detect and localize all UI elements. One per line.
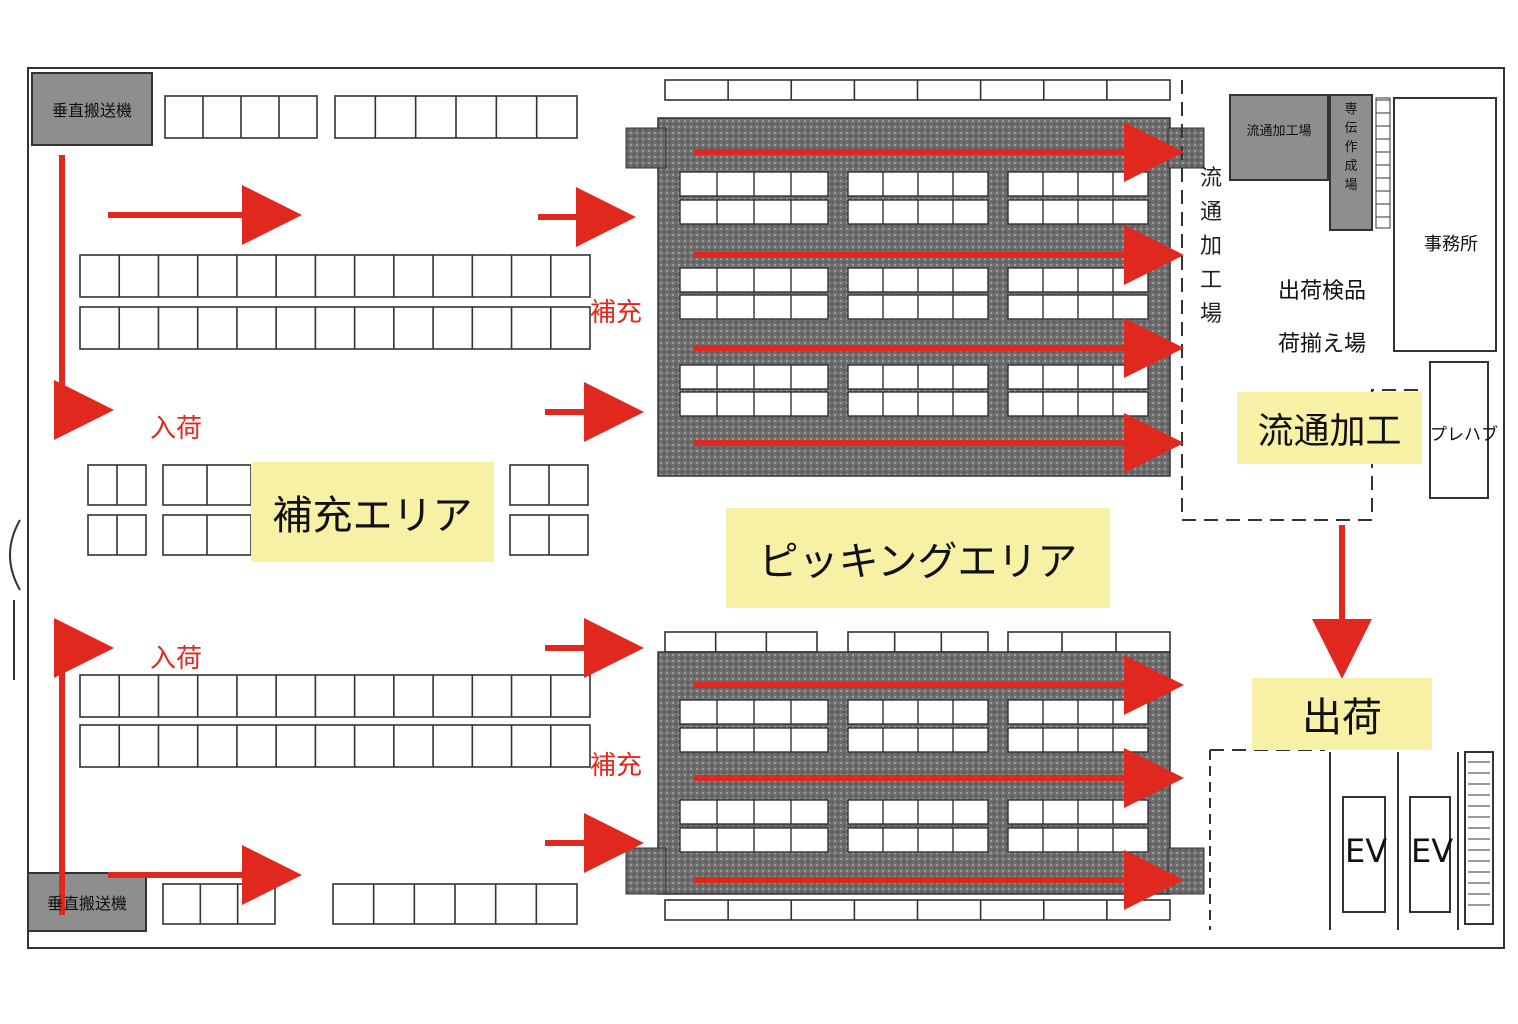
picking-rack-3 bbox=[679, 199, 829, 225]
rack-mid-1 bbox=[87, 464, 147, 506]
inbound-bottom-label: 入荷 bbox=[150, 644, 203, 674]
picking-rack-24 bbox=[679, 799, 829, 825]
picking-rack-8 bbox=[1007, 267, 1149, 293]
picking-racks bbox=[679, 171, 1149, 853]
rack-replenish-4 bbox=[79, 724, 591, 768]
picking-area-label: ピッキングエリア bbox=[726, 508, 1110, 608]
picking-rack-25 bbox=[847, 799, 989, 825]
inspection-line1: 出荷検品 bbox=[1278, 279, 1367, 304]
flow-arrows bbox=[54, 122, 1372, 915]
rack-bottom-strip bbox=[664, 899, 1171, 921]
picking-rack-4 bbox=[847, 199, 989, 225]
picking-rack-9 bbox=[679, 294, 829, 320]
rack-pick-top-2 bbox=[847, 631, 989, 653]
rack-pick-top-3 bbox=[1007, 631, 1171, 653]
replenish-area-label: 補充エリア bbox=[251, 462, 494, 562]
ev1-box bbox=[1342, 796, 1386, 913]
picking-rack-19 bbox=[847, 699, 989, 725]
processing-site-vertical-label: 流通加工場 bbox=[1199, 166, 1222, 327]
processing-site-box-label: 流通加工場 bbox=[1246, 123, 1312, 139]
inspection-line2: 荷揃え場 bbox=[1278, 332, 1367, 357]
picking-rack-17 bbox=[1007, 391, 1149, 417]
office-label: 事務所 bbox=[1424, 234, 1478, 255]
picking-rack-20 bbox=[1007, 699, 1149, 725]
picking-rack-0 bbox=[679, 171, 829, 197]
vertical-conveyor-top-label: 垂直搬送機 bbox=[51, 101, 132, 120]
rack-top-2 bbox=[334, 95, 578, 139]
slip-creation-label: 専伝作成場 bbox=[1344, 102, 1358, 193]
vertical-conveyor-top-box bbox=[31, 72, 153, 146]
door-left bbox=[9, 519, 21, 591]
vertical-conveyor-bottom-label: 垂直搬送機 bbox=[46, 894, 127, 913]
picking-rack-29 bbox=[1007, 827, 1149, 853]
picking-rack-10 bbox=[847, 294, 989, 320]
picking-rack-7 bbox=[847, 267, 989, 293]
picking-rack-1 bbox=[847, 171, 989, 197]
vertical-conveyor-bottom-box bbox=[27, 872, 147, 932]
picking-rack-12 bbox=[679, 364, 829, 390]
rack-mid-5 bbox=[509, 464, 589, 506]
picking-rack-5 bbox=[1007, 199, 1149, 225]
rack-replenish-2 bbox=[79, 306, 591, 350]
picking-rack-28 bbox=[847, 827, 989, 853]
ev2-box bbox=[1409, 796, 1451, 913]
picking-rack-26 bbox=[1007, 799, 1149, 825]
picking-block-bottom bbox=[625, 651, 1205, 895]
prefab-box bbox=[1429, 361, 1489, 499]
storage-racks bbox=[79, 79, 1171, 925]
replenish-bottom-label: 補充 bbox=[590, 751, 643, 781]
picking-rack-23 bbox=[1007, 727, 1149, 753]
picking-rack-21 bbox=[679, 727, 829, 753]
rack-top-strip bbox=[664, 79, 1171, 101]
office-box bbox=[1393, 97, 1497, 352]
ev1-label: EV bbox=[1345, 832, 1388, 870]
prefab-label: プレハブ bbox=[1430, 425, 1498, 445]
slip-creation-box bbox=[1329, 94, 1373, 231]
picking-rack-11 bbox=[1007, 294, 1149, 320]
rack-top-1 bbox=[164, 95, 318, 139]
picking-rack-13 bbox=[847, 364, 989, 390]
building-outline bbox=[27, 67, 1505, 949]
rack-replenish-1 bbox=[79, 254, 591, 298]
ev2-label: EV bbox=[1411, 832, 1454, 870]
rack-pick-top-1 bbox=[664, 631, 818, 653]
picking-rack-15 bbox=[679, 391, 829, 417]
picking-rack-14 bbox=[1007, 364, 1149, 390]
rack-replenish-3 bbox=[79, 674, 591, 718]
picking-rack-27 bbox=[679, 827, 829, 853]
stair-box bbox=[1464, 751, 1494, 925]
shipping-label: 出荷 bbox=[1252, 678, 1432, 750]
inbound-top-label: 入荷 bbox=[150, 414, 203, 444]
rack-bottom-1 bbox=[162, 883, 276, 925]
replenish-top-label: 補充 bbox=[590, 298, 643, 328]
rack-mid-4 bbox=[162, 514, 252, 556]
rack-mid-2 bbox=[87, 514, 147, 556]
rack-mid-3 bbox=[162, 464, 252, 506]
picking-rack-6 bbox=[679, 267, 829, 293]
distribution-processing-label: 流通加工 bbox=[1237, 392, 1422, 464]
picking-rack-16 bbox=[847, 391, 989, 417]
processing-site-box bbox=[1229, 94, 1329, 181]
stairs-right bbox=[1375, 97, 1391, 229]
rack-mid-6 bbox=[509, 514, 589, 556]
picking-rack-22 bbox=[847, 727, 989, 753]
rack-bottom-2 bbox=[332, 883, 578, 925]
picking-rack-2 bbox=[1007, 171, 1149, 197]
picking-rack-18 bbox=[679, 699, 829, 725]
